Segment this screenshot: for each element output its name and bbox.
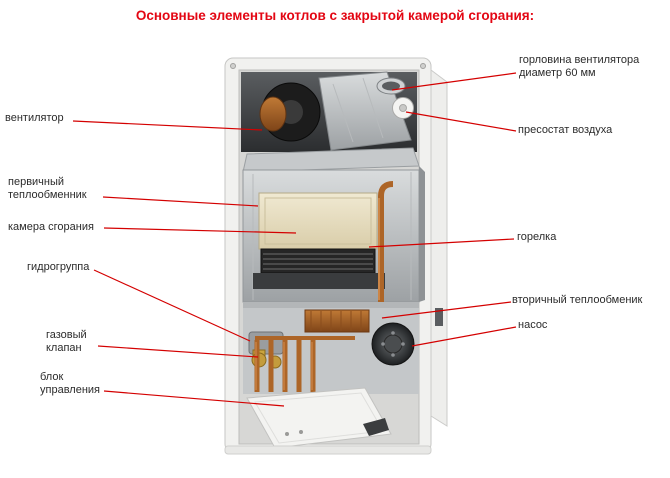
label-air-pressostat: пресостат воздуха xyxy=(518,124,613,136)
fan-collar xyxy=(376,77,406,95)
casing-side-door xyxy=(430,69,448,427)
combustion-chamber-panel xyxy=(258,192,378,250)
label-burner: горелка xyxy=(517,231,557,243)
fan xyxy=(259,82,321,142)
screw xyxy=(420,63,426,69)
gas-valve-body xyxy=(248,331,284,359)
label-pump: насос xyxy=(518,319,548,331)
label-secondary-heat-exchanger: вторичный теплообменик xyxy=(512,294,643,306)
air-pressostat-disc xyxy=(392,97,414,119)
label-hydro-group: гидрогруппа xyxy=(27,261,90,273)
burner-grate xyxy=(253,248,385,289)
copper-riser-pipes xyxy=(378,181,394,302)
casing-bottom-edge xyxy=(224,445,432,455)
label-combustion-chamber: камера сгорания xyxy=(8,221,94,233)
label-primary-heat-exchanger: первичный теплообменник xyxy=(8,176,87,202)
mid-shelf xyxy=(243,302,419,308)
pump-body xyxy=(371,322,415,366)
label-fan: вентилятор xyxy=(5,112,64,124)
label-gas-valve: газовый клапан xyxy=(46,329,87,355)
page-title: Основные элементы котлов с закрытой каме… xyxy=(135,8,535,23)
screw xyxy=(230,63,236,69)
secondary-heat-exchanger-block xyxy=(304,309,370,333)
label-control-unit: блок управления xyxy=(40,371,100,397)
label-fan-collar: горловина вентилятора диаметр 60 мм xyxy=(519,54,640,80)
boiler-illustration xyxy=(224,57,448,455)
